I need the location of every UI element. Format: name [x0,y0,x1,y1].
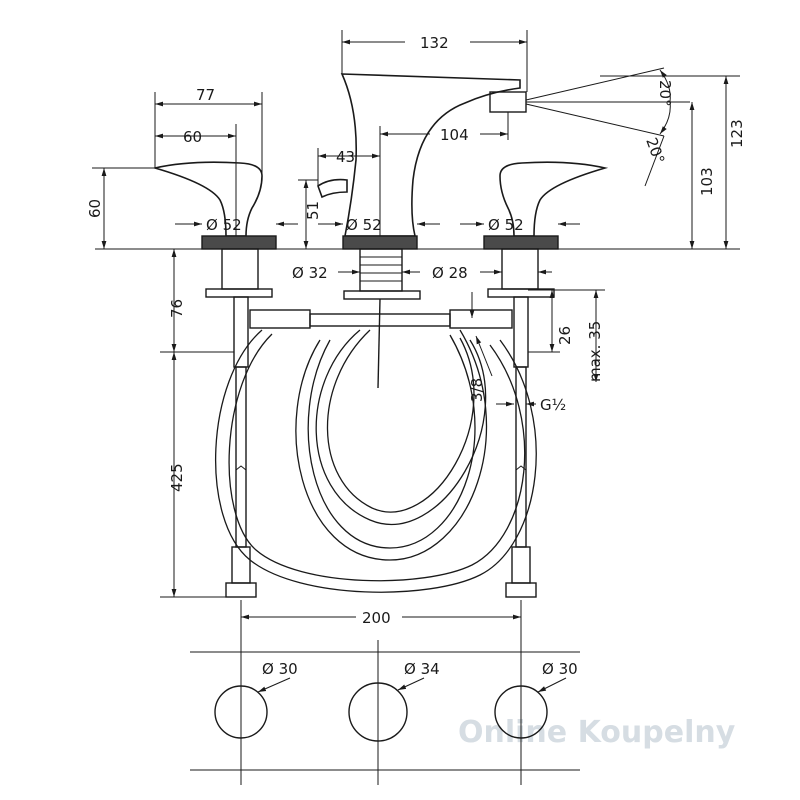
dim-center-base: Ø 52 [346,216,382,234]
watermark-text: Online Koupelny [458,715,736,750]
left-supply [225,296,257,598]
dim-103: 103 [698,167,716,196]
hole-left [214,685,268,739]
dim-3-8: 3/8 [468,378,486,402]
right-handle [483,161,609,298]
dim-side-shank: Ø 28 [432,264,468,282]
dim-104: 104 [440,126,469,144]
dim-132: 132 [420,34,449,52]
dim-left-base: Ø 52 [206,216,242,234]
hole-right [494,685,548,739]
dim-angle-lower: 20° [642,135,668,166]
dim-26: 26 [556,326,574,345]
left-handle [151,161,277,298]
dim-max-35: max. 35 [586,321,604,382]
dim-right-base: Ø 52 [488,216,524,234]
dim-hole-right: Ø 30 [542,660,578,678]
dim-hole-center: Ø 34 [404,660,440,678]
dim-51: 51 [304,201,322,220]
dim-425: 425 [168,463,186,492]
hoses [214,329,537,593]
right-supply [505,296,537,598]
dim-76: 76 [168,299,186,318]
hole-center [348,682,408,742]
dim-77: 77 [196,86,215,104]
dim-hole-left: Ø 30 [262,660,298,678]
dim-200: 200 [362,609,391,627]
dim-center-shank: Ø 32 [292,264,328,282]
dim-43: 43 [336,148,355,166]
spout [317,73,527,389]
dim-g-half: G½ [540,396,566,414]
dim-123: 123 [728,119,746,148]
connector-pipes [249,309,513,329]
dim-60-lever: 60 [183,128,202,146]
hole-layout: Ø 30 Ø 34 Ø 30 [190,640,580,785]
dim-60-height: 60 [86,199,104,218]
dim-angle-upper: 20° [656,80,674,107]
